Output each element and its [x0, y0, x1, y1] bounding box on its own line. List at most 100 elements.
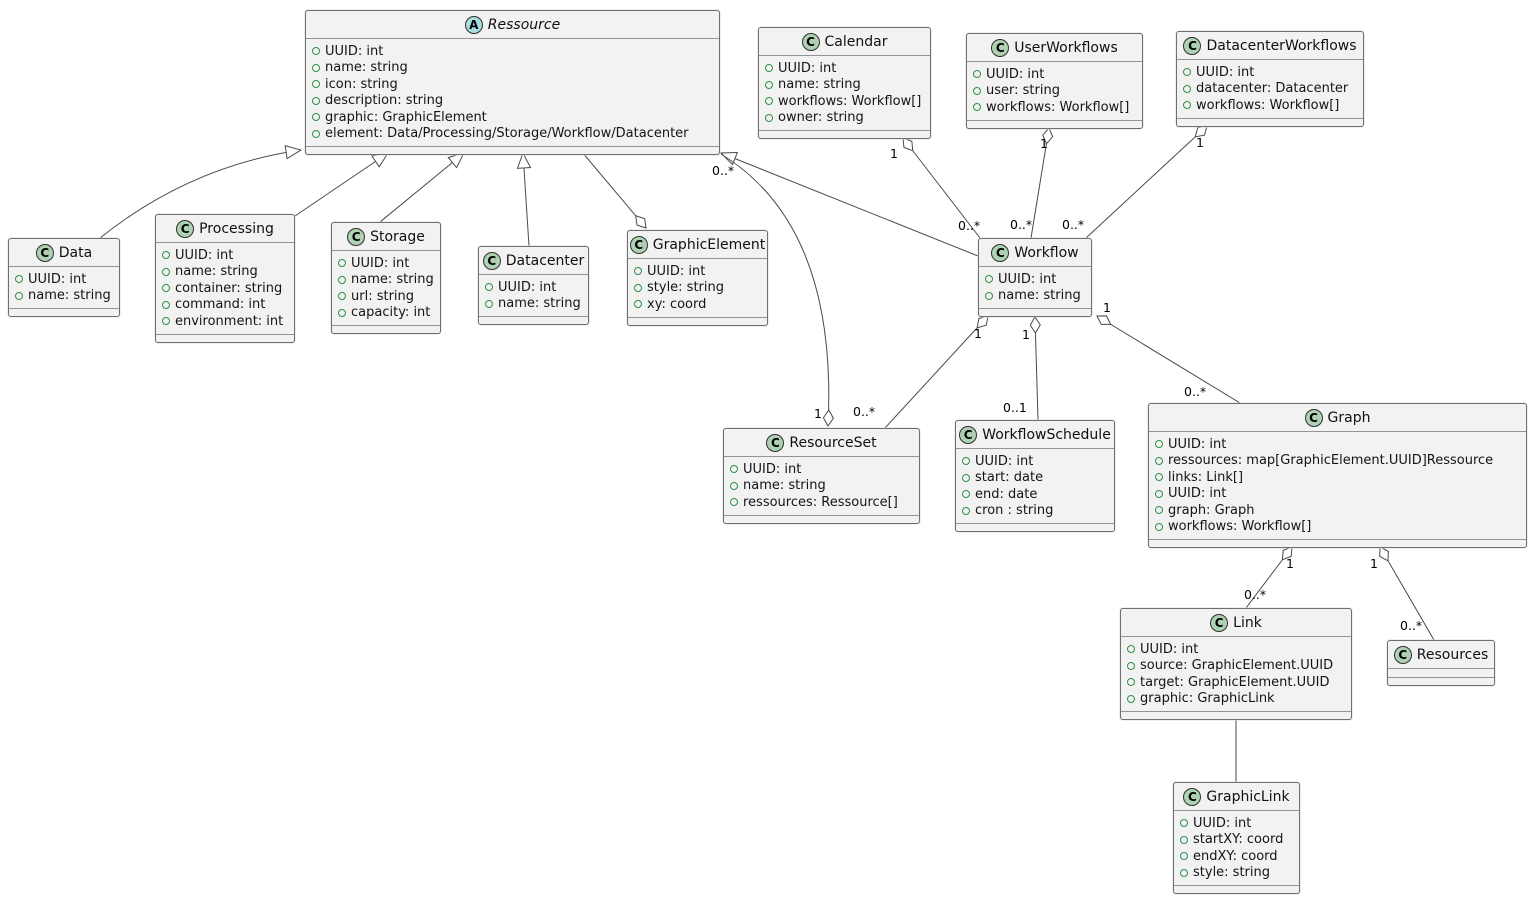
class-name: GraphicElement	[652, 236, 766, 253]
multiplicity-label: 1	[890, 146, 898, 161]
attribute-row: UUID: int	[1183, 64, 1355, 81]
attribute-text: UUID: int	[778, 60, 837, 76]
attribute-text: icon: string	[325, 76, 398, 92]
attribute-row: datacenter: Datacenter	[1183, 81, 1355, 98]
class-name: Data	[58, 244, 93, 261]
attribute-row: name: string	[162, 264, 286, 281]
class-name: GraphicLink	[1206, 788, 1290, 805]
edge-workflow-has-resourcesets	[884, 315, 989, 429]
attribute-text: style: string	[647, 280, 725, 296]
attribute-row: xy: coord	[634, 296, 759, 313]
attribute-text: style: string	[1193, 865, 1271, 881]
field-visibility-icon	[1127, 661, 1135, 670]
attribute-row: graphic: GraphicLink	[1127, 691, 1343, 708]
field-visibility-icon	[338, 259, 346, 268]
class-badge-icon: C	[766, 433, 785, 452]
attribute-row: UUID: int	[162, 247, 286, 264]
attribute-row: icon: string	[312, 76, 711, 93]
attribute-text: UUID: int	[1196, 64, 1255, 80]
attribute-text: UUID: int	[28, 271, 87, 287]
attribute-text: command: int	[175, 297, 266, 313]
attribute-text: cron : string	[975, 503, 1054, 519]
attributes-compartment	[1388, 669, 1494, 678]
attribute-row: UUID: int	[1127, 641, 1343, 658]
field-visibility-icon	[634, 283, 642, 292]
multiplicity-label: 0..*	[853, 404, 875, 419]
field-visibility-icon	[765, 80, 773, 89]
attribute-row: name: string	[985, 288, 1083, 305]
abstract-class-badge-icon: A	[464, 15, 483, 34]
field-visibility-icon	[1180, 819, 1188, 828]
field-visibility-icon	[962, 457, 970, 466]
class-badge-icon: C	[629, 235, 648, 254]
field-visibility-icon	[1155, 489, 1163, 498]
attribute-row: UUID: int	[985, 271, 1083, 288]
attribute-row: target: GraphicElement.UUID	[1127, 674, 1343, 691]
class-badge-icon: C	[176, 219, 195, 238]
attribute-row: container: string	[162, 280, 286, 297]
multiplicity-label: 0..*	[1400, 618, 1422, 633]
field-visibility-icon	[1155, 506, 1163, 515]
field-visibility-icon	[1180, 835, 1188, 844]
attribute-text: UUID: int	[743, 461, 802, 477]
field-visibility-icon	[962, 490, 970, 499]
field-visibility-icon	[1155, 522, 1163, 531]
field-visibility-icon	[338, 308, 346, 317]
attribute-text: name: string	[325, 60, 408, 76]
attribute-text: UUID: int	[1140, 641, 1199, 657]
methods-compartment	[1174, 886, 1299, 893]
multiplicity-label: 1	[1286, 556, 1294, 571]
class-badge-icon: C	[959, 425, 978, 444]
attribute-text: capacity: int	[351, 305, 431, 321]
field-visibility-icon	[962, 473, 970, 482]
attribute-row: start: date	[962, 470, 1106, 487]
attribute-row: owner: string	[765, 110, 922, 127]
attribute-row: environment: int	[162, 313, 286, 330]
field-visibility-icon	[1183, 84, 1191, 93]
attribute-text: UUID: int	[175, 247, 234, 263]
methods-compartment	[967, 121, 1142, 128]
attribute-row: name: string	[312, 60, 711, 77]
attribute-text: UUID: int	[998, 271, 1057, 287]
field-visibility-icon	[485, 283, 493, 292]
attribute-row: name: string	[15, 288, 111, 305]
field-visibility-icon	[162, 300, 170, 309]
class-badge-icon: C	[482, 251, 501, 270]
field-visibility-icon	[1180, 852, 1188, 861]
class-badge-icon: C	[1210, 613, 1229, 632]
attribute-text: links: Link[]	[1168, 469, 1244, 485]
field-visibility-icon	[1127, 694, 1135, 703]
attribute-text: name: string	[998, 288, 1081, 304]
field-visibility-icon	[162, 284, 170, 293]
field-visibility-icon	[162, 317, 170, 326]
attribute-row: style: string	[634, 280, 759, 297]
field-visibility-icon	[962, 506, 970, 515]
class-name: ResourceSet	[789, 434, 877, 451]
attribute-row: graphic: GraphicElement	[312, 109, 711, 126]
attribute-row: ressources: Ressource[]	[730, 494, 911, 511]
multiplicity-label: 1	[1103, 300, 1111, 315]
class-name: Workflow	[1014, 244, 1079, 261]
field-visibility-icon	[1127, 645, 1135, 654]
attribute-row: workflows: Workflow[]	[1155, 519, 1518, 536]
attribute-text: datacenter: Datacenter	[1196, 81, 1349, 97]
